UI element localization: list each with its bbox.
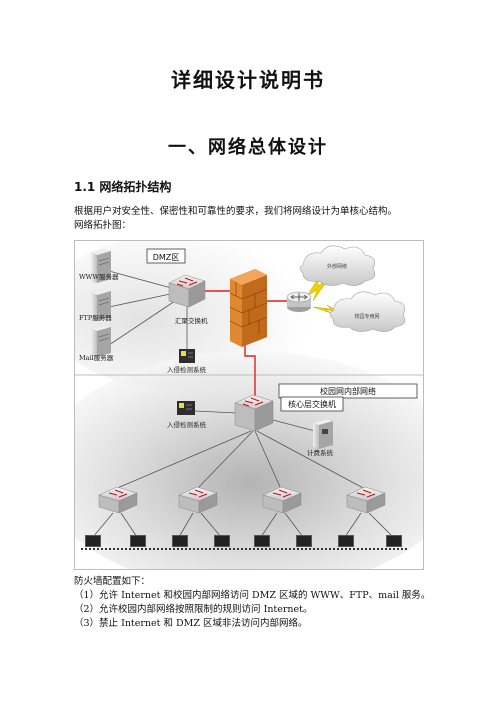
billing-server-icon xyxy=(313,419,333,449)
aggregation-switch-icon xyxy=(168,274,206,308)
pc-icon xyxy=(296,535,312,547)
billing-system-label: 计费系统 xyxy=(307,448,334,457)
external-network-label: 外部网络 xyxy=(327,263,347,270)
access-switch-icon xyxy=(262,486,302,514)
subsection-heading: 1.1 网络拓扑结构 xyxy=(74,180,172,194)
campus-internal-box xyxy=(278,383,418,399)
firewall-icon xyxy=(229,269,268,347)
access-switch-icon xyxy=(98,486,138,514)
pc-icon xyxy=(172,535,188,547)
pc-icon xyxy=(214,535,230,547)
dmz-zone-label: DMZ区 xyxy=(153,253,180,262)
pc-wires xyxy=(92,512,394,538)
www-server-icon xyxy=(91,249,111,283)
core-switch-icon xyxy=(234,394,274,432)
firewall-rule-item: （2）允许校园内部网络按照限制的规则访问 Internet。 xyxy=(74,604,313,615)
core-wires xyxy=(114,410,366,490)
intro-line: 根据用户对安全性、保密性和可靠性的要求，我们将网络设计为单核心结构。 xyxy=(74,206,398,217)
core-switch-label: 核心层交换机 xyxy=(288,399,336,409)
firewall-config-heading: 防火墙配置如下： xyxy=(74,576,151,587)
firewall-rule-item: （1）允许 Internet 和校园内部网络访问 DMZ 区域的 WWW、FTP… xyxy=(74,590,431,601)
mail-server-icon xyxy=(91,325,111,357)
pc-icon xyxy=(254,535,270,547)
dmz-zone-box xyxy=(146,248,186,264)
firewall-rule-item: （3）禁止 Internet 和 DMZ 区域非法访问内部网络。 xyxy=(74,618,308,629)
campus-internal-label: 校园网内部网络 xyxy=(320,386,376,396)
cloud-icon: 校园专用网 xyxy=(329,291,406,332)
intro-line: 网络拓扑图： xyxy=(74,219,132,231)
pc-icon xyxy=(338,535,354,547)
pc-keyboard-row xyxy=(81,548,407,550)
network-topology-diagram: 外部网络 校园专用网 xyxy=(74,240,424,570)
ids-core-label: 入侵检测系统 xyxy=(167,420,207,429)
ids-device-icon xyxy=(179,349,195,363)
section-title: 一、网络总体设计 xyxy=(168,137,328,158)
topology-svg: 外部网络 校园专用网 xyxy=(75,241,423,569)
aggregation-switch-label: 汇聚交换机 xyxy=(175,316,208,325)
ftp-server-icon xyxy=(91,289,111,321)
mail-server-label: Mail服务器 xyxy=(79,353,114,362)
router-icon xyxy=(286,291,312,312)
core-switch-box xyxy=(280,396,344,412)
access-switch-icon xyxy=(346,486,386,514)
ftp-server-label: FTP服务器 xyxy=(79,313,112,322)
pc-icon xyxy=(85,535,101,547)
campus-network-label: 校园专用网 xyxy=(354,313,379,320)
access-switch-icon xyxy=(178,486,218,514)
intro-paragraph: 根据用户对安全性、保密性和可靠性的要求，我们将网络设计为单核心结构。 网络拓扑图… xyxy=(74,205,434,232)
www-server-label: WWW服务器 xyxy=(79,272,119,281)
document-title: 详细设计说明书 xyxy=(171,68,325,92)
ids-dmz-label: 入侵检测系统 xyxy=(167,365,207,374)
ids-device-icon xyxy=(177,401,195,415)
pc-icon xyxy=(130,535,146,547)
pc-icon xyxy=(386,535,402,547)
dmz-wires xyxy=(108,270,188,351)
firewall-config-section: 防火墙配置如下： （1）允许 Internet 和校园内部网络访问 DMZ 区域… xyxy=(74,575,454,631)
cloud-icon: 外部网络 xyxy=(299,245,376,286)
pc-row xyxy=(75,533,423,563)
